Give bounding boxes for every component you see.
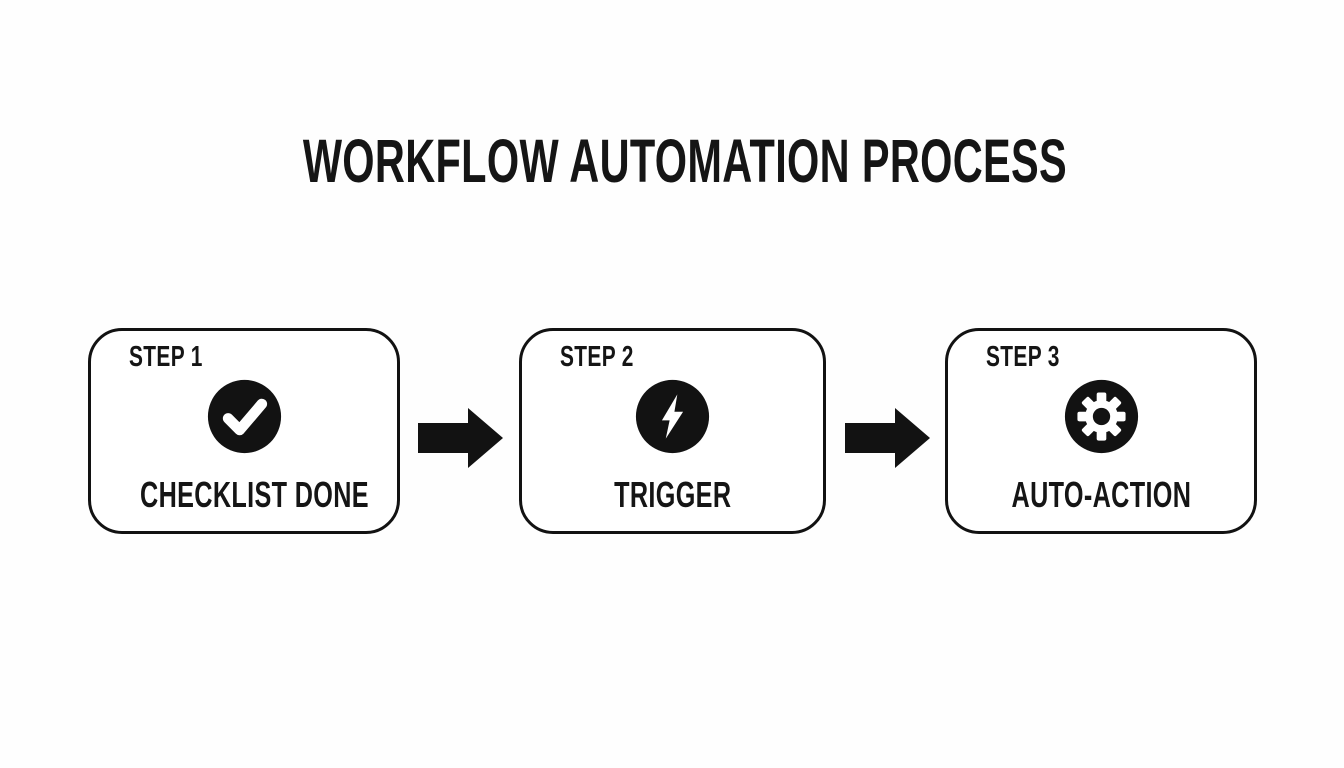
page-title-text: WORKFLOW AUTOMATION PROCESS xyxy=(302,127,1068,195)
step-3-number-label: STEP 3 xyxy=(986,341,1060,373)
step-2-number-label: STEP 2 xyxy=(560,341,634,373)
arrow-right-icon xyxy=(418,408,503,468)
arrow-shaft xyxy=(418,423,468,453)
lightning-icon xyxy=(634,378,711,455)
step-1-caption: CHECKLIST DONE xyxy=(140,474,369,515)
page-title: WORKFLOW AUTOMATION PROCESS xyxy=(0,131,1344,192)
step-1-number-label: STEP 1 xyxy=(129,341,203,373)
step-2-caption: TRIGGER xyxy=(613,474,732,515)
arrow-head xyxy=(895,408,930,468)
arrow-right-icon xyxy=(845,408,930,468)
step-box-3: STEP 3 AUTO-ACTION xyxy=(945,328,1257,534)
arrow-shaft xyxy=(845,423,895,453)
checkmark-icon xyxy=(206,378,283,455)
gear-icon xyxy=(1063,378,1140,455)
step-box-2: STEP 2 TRIGGER xyxy=(519,328,826,534)
step-box-1: STEP 1 CHECKLIST DONE xyxy=(88,328,400,534)
arrow-head xyxy=(468,408,503,468)
step-3-caption: AUTO-ACTION xyxy=(1011,474,1191,515)
